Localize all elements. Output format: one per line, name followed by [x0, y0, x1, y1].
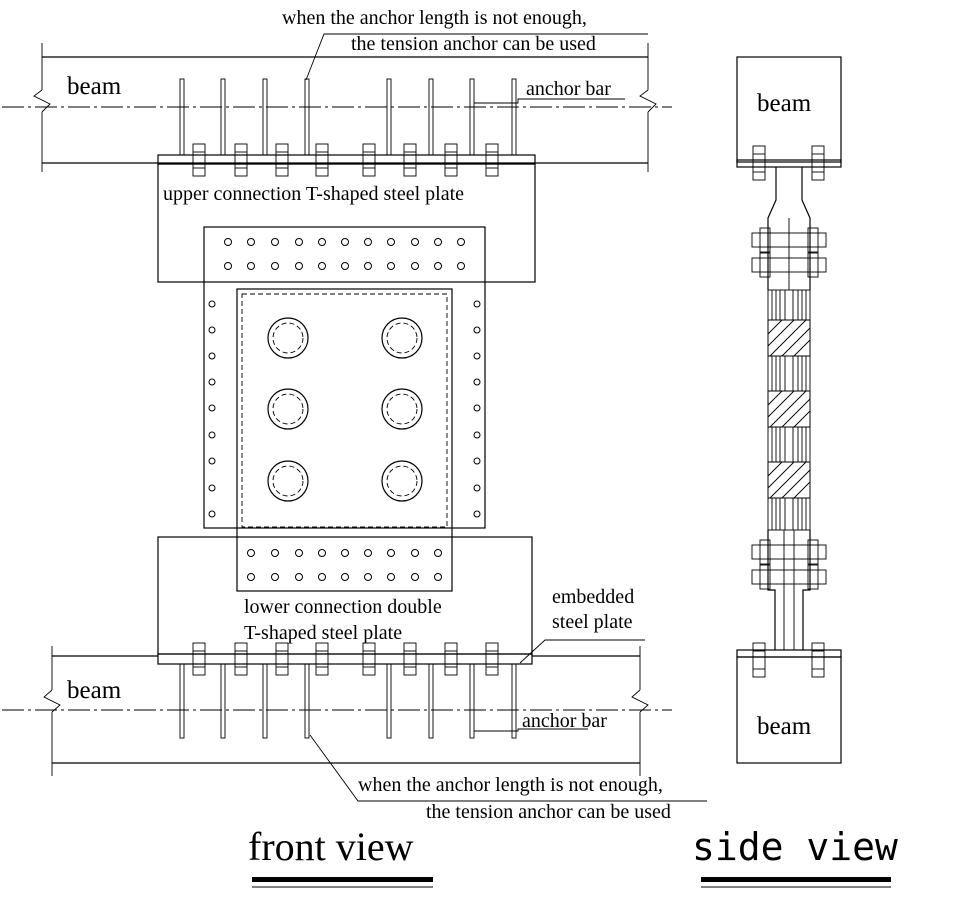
side-view: beam beam side view [692, 56, 898, 888]
lower-plate-label-line1: lower connection double [244, 596, 442, 618]
leader-lines [305, 33, 707, 802]
embedded-label-line2: steel plate [552, 611, 633, 633]
side-view-title-underline [701, 877, 891, 888]
lower-beam [2, 646, 672, 776]
upper-t-plate [157, 163, 536, 283]
top-note-line1: when the anchor length is not enough, [282, 7, 587, 29]
top-note-line2: the tension anchor can be used [351, 33, 596, 55]
anchor-bar-top-label: anchor bar [526, 78, 611, 100]
inner-plate [236, 288, 453, 592]
side-lower-connection-bolts [751, 539, 827, 590]
embedded-label-line1: embedded [552, 586, 634, 608]
lower-anchor-bars [179, 663, 517, 739]
inner-dashed-outline [241, 293, 448, 528]
side-upper-embedded-plate [736, 159, 842, 168]
side-beam-bottom [736, 656, 842, 764]
side-beam-top-label: beam [757, 90, 812, 117]
anchor-bar-bottom-label: anchor bar [522, 710, 607, 732]
side-beam-bottom-label: beam [757, 713, 812, 740]
beam-top-label: beam [67, 73, 122, 100]
side-hole-columns [208, 300, 481, 518]
bottom-note-line2: the tension anchor can be used [426, 801, 671, 823]
side-top-bolts [752, 145, 825, 181]
side-lower-web [767, 530, 811, 650]
lower-embedded-plate [157, 653, 533, 665]
upper-plate-label: upper connection T-shaped steel plate [163, 183, 464, 205]
upper-beam [2, 43, 672, 172]
bottom-note-line1: when the anchor length is not enough, [358, 774, 663, 796]
side-bottom-bolts [752, 642, 825, 678]
upper-bolts [192, 143, 499, 177]
damper-outer-frame [203, 226, 486, 529]
lower-bolts [192, 642, 499, 676]
upper-anchor-bars [179, 78, 517, 156]
beam-bottom-label: beam [67, 677, 122, 704]
damper-core-bolts [267, 317, 423, 502]
lower-hole-rows [247, 549, 442, 581]
side-view-title: side view [692, 825, 898, 869]
side-hatched-blocks [767, 319, 811, 499]
side-upper-web [767, 167, 811, 290]
side-upper-connection-bolts [751, 227, 827, 278]
side-beam-top [736, 56, 842, 163]
front-view-title-underline [252, 877, 433, 888]
upper-hole-rows [224, 238, 465, 270]
front-view: beam beam when the anchor length is not … [2, 7, 707, 888]
front-view-title: front view [248, 824, 414, 869]
lower-plate-label-line2: T-shaped steel plate [244, 622, 402, 644]
